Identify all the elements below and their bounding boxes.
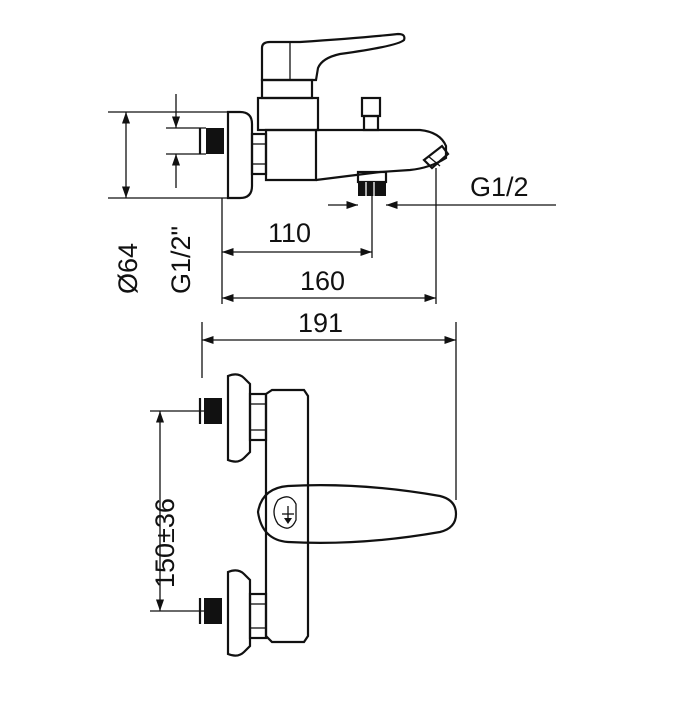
dim-110-label: 110 [268, 218, 311, 248]
dimension-diameter: Ø64 [108, 111, 228, 294]
outlet-thread-label: G1/2 [470, 172, 529, 202]
front-view [198, 373, 458, 657]
dim-191-label: 191 [298, 308, 343, 338]
side-view [198, 32, 450, 200]
dimension-160: 160 [222, 266, 436, 303]
center-distance-label: 150±36 [150, 498, 180, 588]
dim-160-label: 160 [300, 266, 345, 296]
dimension-191: 191 [201, 308, 457, 500]
dimension-110: 110 [222, 218, 372, 257]
dimension-center-distance: 150±36 [150, 410, 204, 612]
inlet-thread-label: G1/2" [166, 226, 196, 294]
dimension-outlet: G1/2 [328, 172, 556, 210]
diameter-label: Ø64 [113, 243, 143, 294]
dimension-inlet: G1/2" [166, 94, 206, 294]
